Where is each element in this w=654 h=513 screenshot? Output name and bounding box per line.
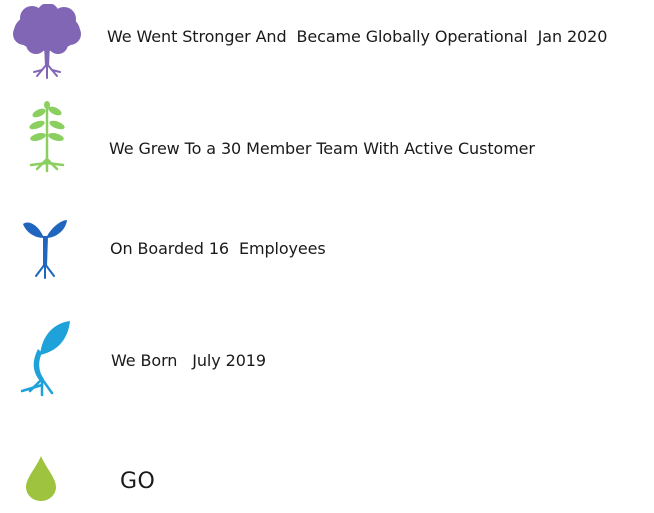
seedling-icon [18,319,72,397]
drop-icon [24,454,58,502]
tree-icon [12,4,82,80]
sprout-icon [22,218,68,280]
stage-label-go: GO [120,469,156,494]
sapling-icon [25,101,69,173]
stage-label: On Boarded 16 Employees [110,239,326,258]
stage-label: We Grew To a 30 Member Team With Active … [109,139,535,158]
stage-label: We Born July 2019 [111,351,266,370]
stage-label: We Went Stronger And Became Globally Ope… [107,27,608,46]
